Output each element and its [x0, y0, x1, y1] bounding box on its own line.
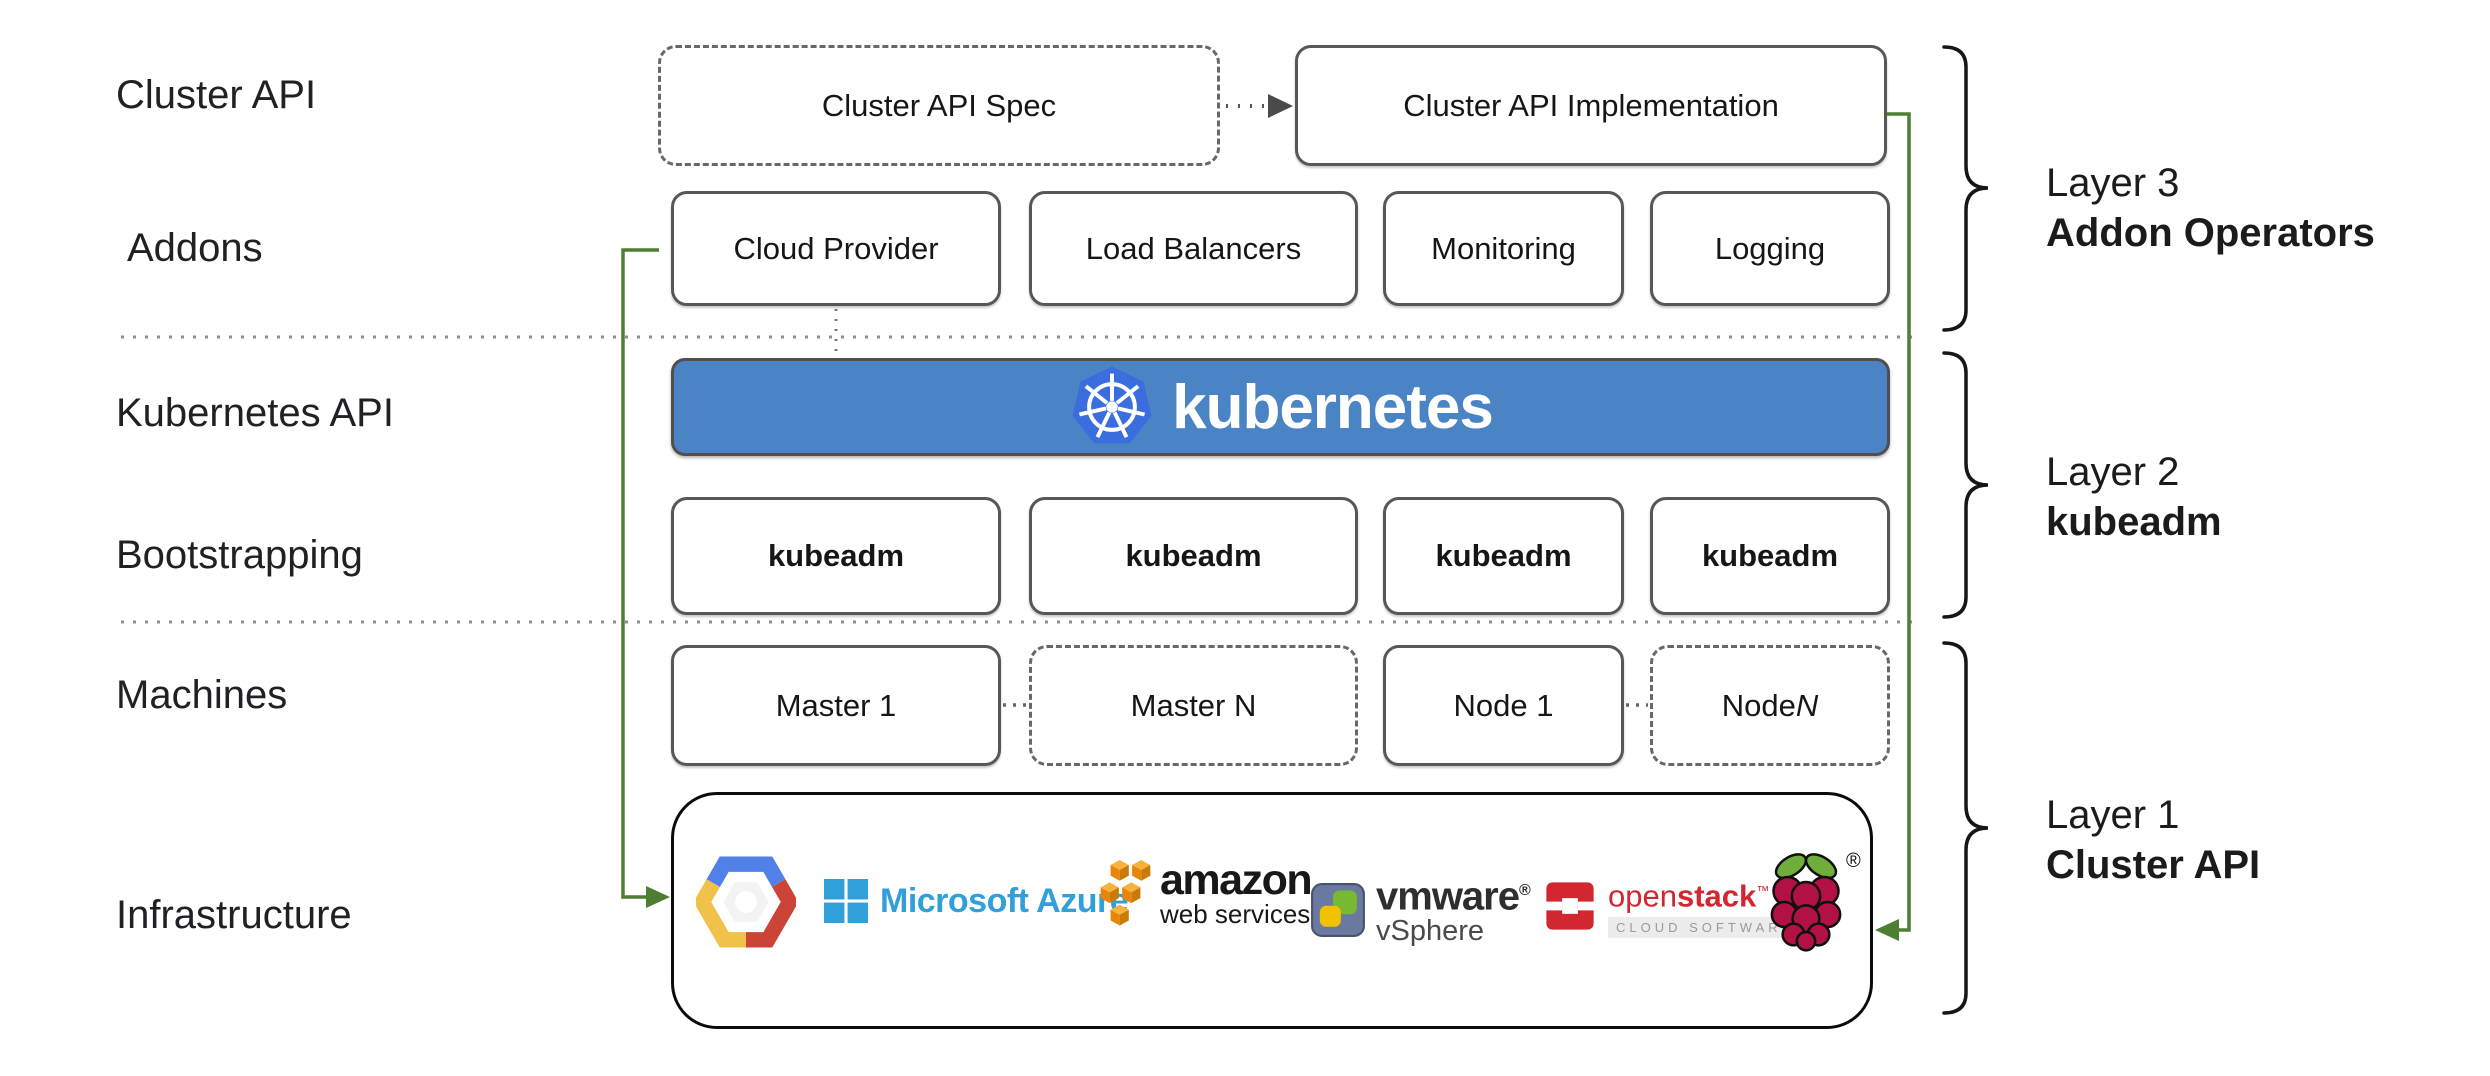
box-kubeadm-2: kubeadm: [1029, 497, 1358, 615]
box-kubeadm-3: kubeadm: [1383, 497, 1624, 615]
layer-3-label: Layer 3 Addon Operators: [2046, 158, 2375, 258]
layer-1-label: Layer 1 Cluster API: [2046, 790, 2260, 890]
box-load-balancers: Load Balancers: [1029, 191, 1358, 306]
box-label: Monitoring: [1431, 230, 1576, 266]
aws-cubes-icon: [1100, 860, 1151, 926]
kubernetes-logo-icon: [1072, 366, 1152, 444]
trademark-mark: ™: [1756, 883, 1770, 898]
layer-number: Layer 2: [2046, 450, 2180, 494]
google-cloud-platform-icon: [696, 856, 796, 948]
box-label: Cloud Provider: [733, 230, 939, 266]
layer-name: Addon Operators: [2046, 211, 2375, 255]
layer-name: kubeadm: [2046, 500, 2222, 544]
microsoft-flag-icon: [824, 879, 868, 923]
box-monitoring: Monitoring: [1383, 191, 1624, 306]
row-label-machines: Machines: [116, 673, 288, 717]
raspberry-pi-icon: [1756, 842, 1856, 962]
brace-layer-2: [1942, 351, 1989, 619]
openstack-title: openstack™: [1608, 878, 1770, 914]
aws-subtitle: web services: [1160, 899, 1311, 929]
brace-layer-3: [1942, 45, 1989, 332]
row-label-addons: Addons: [127, 226, 263, 270]
layer-number: Layer 1: [2046, 793, 2180, 837]
infrastructure-box: [671, 792, 1873, 1029]
box-master-1: Master 1: [671, 645, 1001, 766]
box-label: kubeadm: [1435, 538, 1572, 573]
layer-number: Layer 3: [2046, 161, 2180, 205]
arrowhead-right-icon: [646, 886, 670, 908]
azure-label: Microsoft Azure: [880, 881, 1129, 920]
green-arrow-right: [1887, 112, 1911, 932]
vmware-vsphere-logo: vmware® vSphere: [1310, 872, 1531, 948]
box-label: kubeadm: [767, 538, 905, 573]
box-label: Cluster API Implementation: [1403, 87, 1779, 123]
row-label-kubernetes-api: Kubernetes API: [116, 391, 394, 435]
layer-name: Cluster API: [2046, 843, 2261, 887]
arrowhead-right-icon: [1268, 94, 1293, 118]
vmware-title: vmware®: [1376, 874, 1531, 919]
amazon-web-services-logo: amazon web services: [1094, 856, 1313, 932]
box-cloud-provider: Cloud Provider: [671, 191, 1001, 306]
box-label-italic-n: N: [1795, 687, 1819, 723]
microsoft-azure-logo: Microsoft Azure: [824, 879, 1129, 923]
box-kubeadm-4: kubeadm: [1650, 497, 1890, 615]
box-logging: Logging: [1650, 191, 1890, 306]
box-node-1: Node 1: [1383, 645, 1624, 766]
box-cluster-api-spec: Cluster API Spec: [658, 45, 1220, 166]
box-label: Load Balancers: [1085, 230, 1302, 266]
registered-mark: ®: [1846, 850, 1861, 872]
brace-layer-1: [1942, 641, 1989, 1015]
openstack-logo: openstack™ CLOUD SOFTWARE: [1542, 874, 1803, 939]
aws-title: amazon: [1160, 856, 1313, 904]
box-label: Node 1: [1453, 687, 1554, 723]
box-label: kubeadm: [1125, 538, 1262, 573]
box-cluster-api-implementation: Cluster API Implementation: [1295, 45, 1887, 166]
openstack-subtitle: CLOUD SOFTWARE: [1608, 917, 1803, 939]
kubernetes-banner: kubernetes: [671, 358, 1890, 456]
box-label: Node: [1721, 687, 1796, 723]
box-label: Master 1: [775, 687, 897, 723]
box-node-n: Node N: [1650, 645, 1890, 766]
box-label: Cluster API Spec: [821, 87, 1057, 123]
box-master-n: Master N: [1029, 645, 1358, 766]
kubernetes-wordmark: kubernetes: [1172, 372, 1494, 442]
box-kubeadm-1: kubeadm: [671, 497, 1001, 615]
row-label-infrastructure: Infrastructure: [116, 893, 352, 937]
green-arrow-left: [621, 248, 659, 899]
vsphere-icon: [1311, 882, 1365, 937]
openstack-icon: [1544, 882, 1596, 930]
row-label-cluster-api: Cluster API: [116, 73, 317, 117]
box-label: kubeadm: [1701, 538, 1839, 573]
box-label: Logging: [1714, 230, 1826, 266]
box-label: Master N: [1130, 687, 1257, 723]
row-label-bootstrapping: Bootstrapping: [116, 533, 363, 577]
registered-mark: ®: [1518, 882, 1531, 899]
layer-2-label: Layer 2 kubeadm: [2046, 447, 2222, 547]
vmware-subtitle: vSphere: [1376, 915, 1485, 948]
arrowhead-left-icon: [1875, 919, 1899, 941]
